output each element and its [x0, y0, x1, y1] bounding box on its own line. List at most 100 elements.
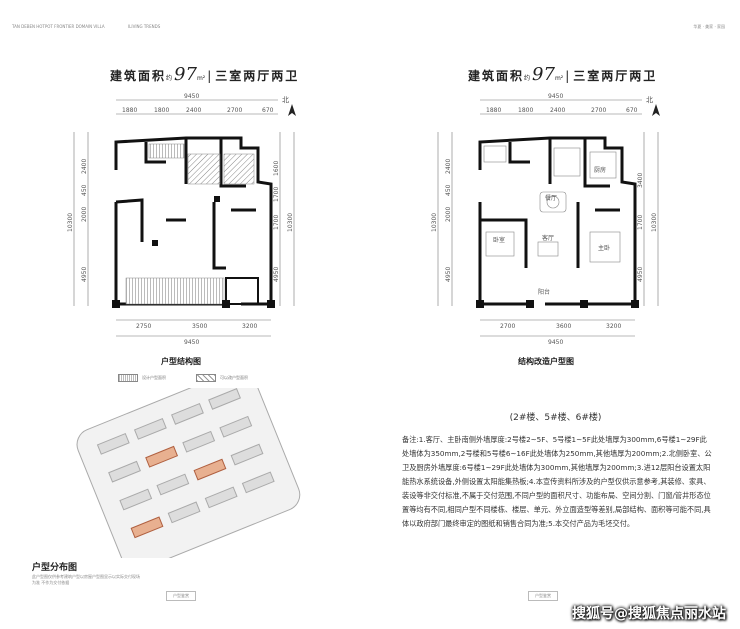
bottom-dim-3: 3200 [242, 323, 257, 330]
left-dim-2: 450 [81, 184, 88, 196]
right-dim-3: 4950 [637, 267, 644, 282]
plan-caption: 户型结构图 [161, 357, 201, 366]
distribution-caption: 户型分布图 [32, 563, 78, 573]
north-arrow-icon [652, 104, 660, 116]
left-dim-4: 4950 [445, 267, 452, 282]
legend-hatched-label: 可以改户型面积 [220, 375, 248, 380]
title-area: 97 [532, 64, 555, 85]
top-dim-2: 1800 [154, 107, 169, 114]
title-prefix: 建筑面积 [110, 69, 167, 83]
top-dim-3: 2400 [186, 107, 201, 114]
left-dim-3: 2000 [445, 207, 452, 222]
dotted-area-top [148, 143, 185, 159]
top-dim-5: 670 [626, 107, 638, 114]
top-dim-2: 1800 [518, 107, 533, 114]
right-dim-total: 10300 [287, 213, 294, 232]
title-layout: 三室两厅两卫 [215, 69, 300, 83]
right-page: 华夏 · 美家 · 家园 建筑面积约97m²|三室两厅两卫 9450 1880 … [378, 8, 733, 605]
right-dim-1: 1600 [273, 161, 280, 176]
north-label: 北 [282, 96, 289, 104]
right-header-small: 华夏 · 美家 · 家园 [693, 24, 725, 29]
balcony-right [225, 277, 259, 305]
title-about: 约 [524, 75, 533, 82]
title-unit: m² [196, 75, 206, 82]
bottom-dim-2: 3500 [192, 323, 207, 330]
left-dim-total: 10300 [431, 213, 438, 232]
bottom-dim-2: 3600 [556, 323, 571, 330]
building-list: (2#楼、5#楼、6#楼) [509, 413, 602, 423]
column [580, 300, 588, 308]
left-footer: 户型鉴赏 [166, 591, 196, 601]
left-dim-1: 2400 [445, 159, 452, 174]
title-about: 约 [166, 75, 175, 82]
bottom-dim-1: 2700 [500, 323, 515, 330]
right-footer: 户型鉴赏 [528, 591, 558, 601]
right-dim-2: 1700 [273, 187, 280, 202]
room-label-bedroom: 卧室 [493, 236, 505, 244]
top-dim-4: 2700 [227, 107, 242, 114]
remarks-note: 备注:1.客厅、主卧南侧外墙厚度:2号楼2~5F、5号楼1~5F此处墙厚为300… [402, 435, 712, 528]
left-header-mid: ILIVING TRENDS [128, 24, 161, 29]
room-label-living: 客厅 [542, 234, 554, 242]
column [112, 300, 120, 308]
left-title: 建筑面积约97m²|三室两厅两卫 [110, 64, 299, 85]
north-arrow-icon [288, 104, 296, 116]
top-dim-4: 2700 [591, 107, 606, 114]
column [526, 300, 534, 308]
left-dim-3: 2000 [81, 207, 88, 222]
distribution-note: 此户型图仅供参考建筑户型以房屋户型图显示以实际交付现场为准 不作为交付依据 [32, 574, 140, 585]
watermark: 搜狐号@搜狐焦点丽水站 [572, 606, 726, 622]
right-dim-1: 3400 [637, 173, 644, 188]
floor-plan-renovated: 9450 1880 1800 2400 2700 670 北 10300 240… [431, 93, 660, 346]
column [152, 240, 158, 246]
right-dim-4: 4950 [273, 267, 280, 282]
room-label-dining: 餐厅 [545, 194, 557, 202]
room-label-kitchen: 厨房 [594, 166, 606, 174]
right-dim-2: 1700 [637, 215, 644, 230]
hatched-area-2 [223, 153, 255, 185]
title-layout: 三室两厅两卫 [573, 69, 658, 83]
bottom-dim-total: 9450 [548, 339, 563, 346]
column [222, 300, 230, 308]
legend-hatched: 可以改户型面积 [196, 374, 248, 382]
legend-dotted-swatch [118, 374, 138, 382]
left-dim-4: 4950 [81, 267, 88, 282]
right-dim-total: 10300 [651, 213, 658, 232]
bottom-dim-total: 9450 [184, 339, 199, 346]
title-unit: m² [554, 75, 564, 82]
top-dim-1: 1880 [486, 107, 501, 114]
floor-plan-structure: 9450 1880 1800 2400 2700 670 北 10300 240… [67, 93, 296, 346]
left-dim-2: 450 [445, 184, 452, 196]
furniture [483, 145, 621, 263]
top-dim-1: 1880 [122, 107, 137, 114]
left-header-small: TAN DEBEN HOTPOT FRONTIER DOMAIN VILLA [12, 24, 105, 29]
top-dim-3: 2400 [550, 107, 565, 114]
column [267, 300, 275, 308]
north-label: 北 [646, 96, 653, 104]
bottom-dim-3: 3200 [606, 323, 621, 330]
plan-caption: 结构改造户型图 [518, 357, 574, 366]
right-title: 建筑面积约97m²|三室两厅两卫 [468, 64, 657, 85]
legend-dotted: 设计户型面积 [118, 374, 166, 382]
room-label-master: 主卧 [598, 244, 610, 252]
legend-hatched-swatch [196, 374, 216, 382]
column [476, 300, 484, 308]
left-dim-total: 10300 [67, 213, 74, 232]
title-area: 97 [174, 64, 197, 85]
site-distribution-map [76, 388, 301, 558]
dotted-balcony [125, 277, 225, 305]
title-separator: | [207, 69, 214, 83]
top-dim-5: 670 [262, 107, 274, 114]
hatched-area-1 [187, 153, 221, 185]
room-label-balcony: 阳台 [538, 288, 550, 296]
title-separator: | [565, 69, 572, 83]
column [631, 300, 639, 308]
title-prefix: 建筑面积 [468, 69, 525, 83]
column [214, 196, 220, 202]
left-dim-1: 2400 [81, 159, 88, 174]
top-dim-total: 9450 [548, 93, 563, 100]
left-page: TAN DEBEN HOTPOT FRONTIER DOMAIN VILLA I… [6, 8, 361, 605]
legend-dotted-label: 设计户型面积 [142, 375, 166, 380]
top-dim-total: 9450 [184, 93, 199, 100]
wall-outline [478, 136, 637, 306]
